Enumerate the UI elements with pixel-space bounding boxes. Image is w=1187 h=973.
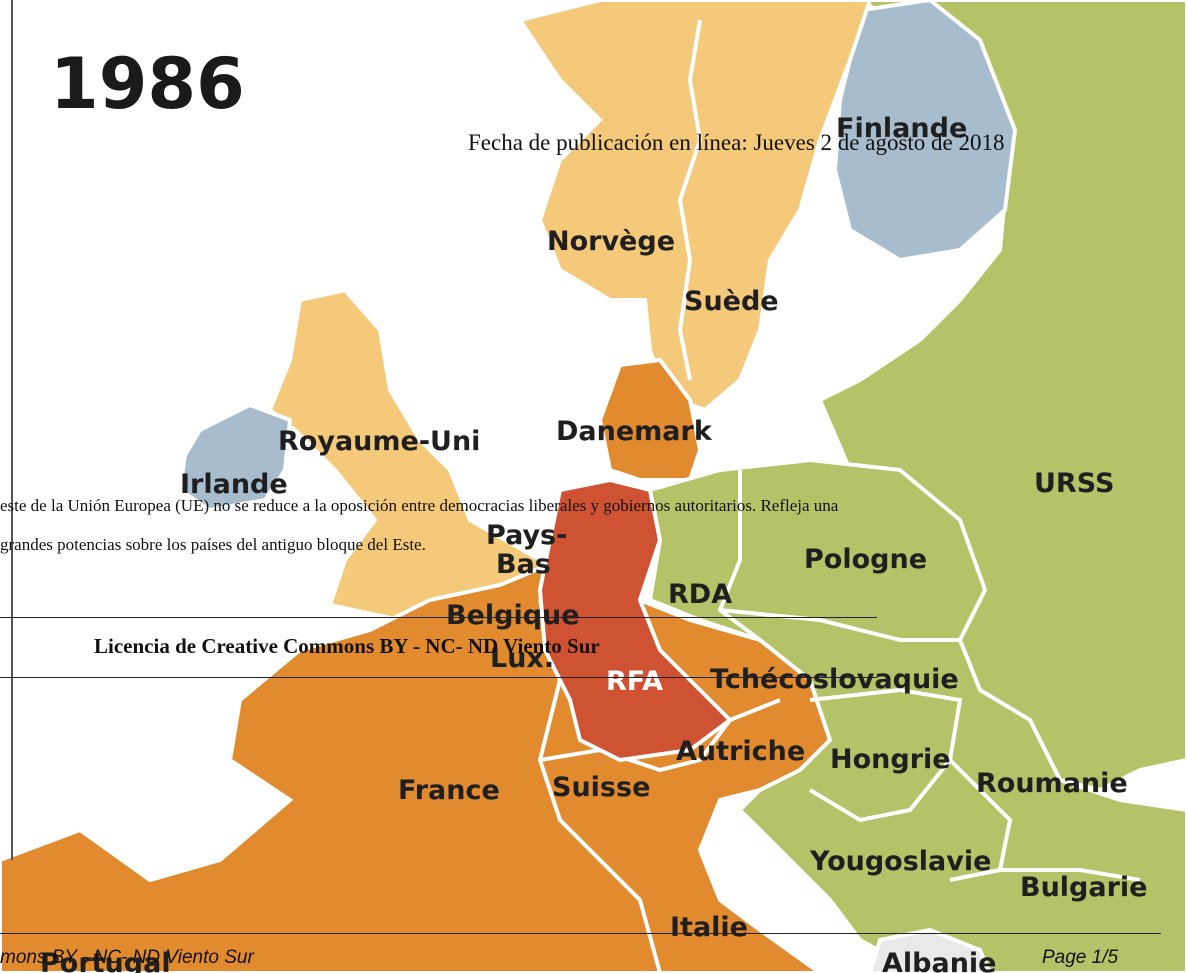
label-portugal: Portugal [40, 948, 171, 973]
border-est-2 [719, 608, 960, 642]
border-norvege-suede [677, 19, 703, 381]
label-belgique: Belgique [446, 600, 580, 631]
label-yougoslavie: Yougoslavie [809, 846, 991, 877]
label-norvege: Norvège [547, 226, 675, 257]
border-est-5 [1000, 868, 1141, 882]
label-royaume-uni: Royaume-Uni [278, 426, 480, 457]
border-est-1 [717, 470, 762, 642]
divider-top [0, 617, 877, 618]
footer-divider [0, 933, 1161, 934]
label-irlande: Irlande [180, 469, 288, 500]
label-autriche: Autriche [676, 736, 805, 767]
page-number: Page 1/5 [1042, 947, 1119, 968]
border-est-4 [948, 758, 1013, 882]
label-finlande: Finlande [836, 113, 967, 144]
body-line-1: este de la Unión Europea (UE) no se redu… [0, 496, 839, 515]
label-italie: Italie [670, 912, 748, 943]
divider-bottom [0, 677, 877, 678]
label-hongrie: Hongrie [830, 744, 951, 775]
region-irlande [177, 402, 293, 513]
region-albanie [867, 927, 993, 973]
label-pays-bas-1: Pays- [486, 520, 567, 551]
label-lux: Lux. [490, 643, 554, 674]
label-pays-bas-2: Bas [496, 549, 551, 580]
label-tchecoslovaquie: Tchécoslovaquie [710, 664, 959, 695]
label-urss: URSS [1034, 468, 1114, 499]
region-finlande [832, 0, 1018, 263]
label-rda: RDA [668, 579, 732, 610]
label-rfa: RFA [606, 666, 663, 697]
label-albanie: Albanie [882, 948, 997, 973]
label-danemark: Danemark [556, 416, 713, 447]
body-line-2: grandes potencias sobre los países del a… [0, 535, 426, 554]
region-danemark [597, 357, 703, 482]
license-text: Licencia de Creative Commons BY - NC- ND… [94, 634, 600, 658]
label-roumanie: Roumanie [976, 768, 1128, 799]
map-year: 1986 [50, 43, 245, 125]
label-france: France [398, 775, 500, 806]
border-alpes [539, 698, 781, 773]
label-suede: Suède [684, 286, 779, 317]
label-suisse: Suisse [552, 772, 650, 803]
footer-license: mons BY - NC- ND Viento Sur [0, 947, 254, 968]
label-bulgarie: Bulgarie [1020, 872, 1148, 903]
region-bloc-est [647, 457, 1187, 973]
publication-date: Fecha de publicación en línea: Jueves 2 … [468, 130, 1005, 155]
label-pologne: Pologne [804, 544, 927, 575]
